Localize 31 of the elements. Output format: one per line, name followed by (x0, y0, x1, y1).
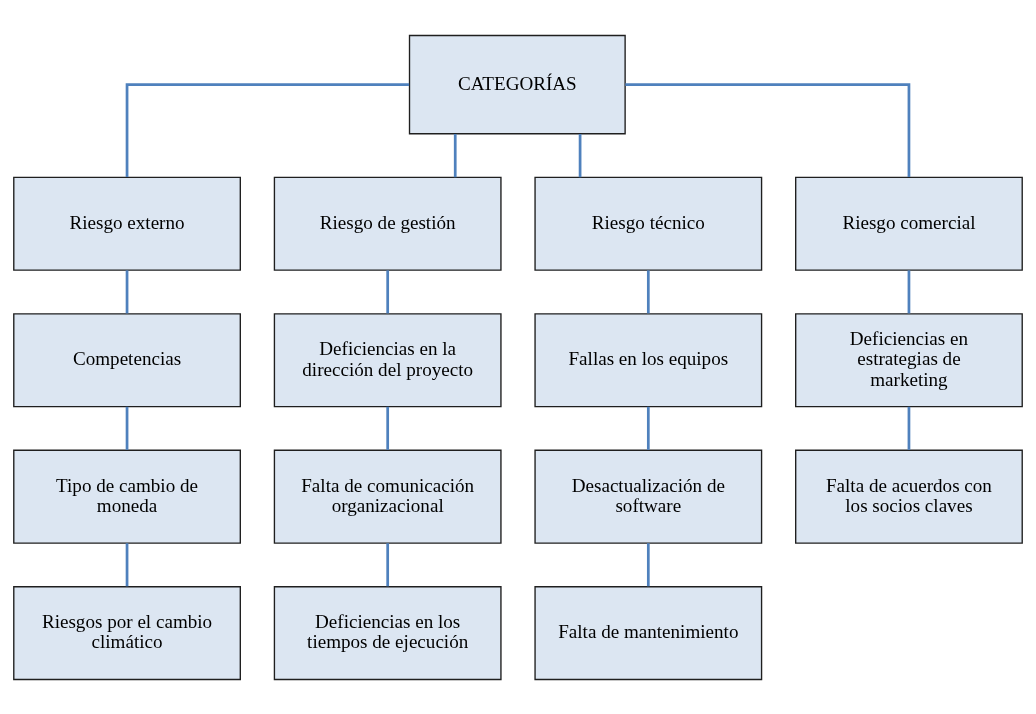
connector (125, 82, 410, 177)
connector (386, 542, 390, 586)
node-box: Falta de acuerdos con los socios claves (795, 449, 1023, 544)
node-box: Fallas en los equipos (534, 312, 763, 407)
node-box: Desactualización de software (534, 449, 763, 544)
node-box: Riesgo de gestión (273, 176, 502, 271)
connector (386, 406, 390, 450)
node-box: Deficiencias en estrategias de marketing (795, 312, 1023, 407)
connector (453, 133, 457, 177)
node-box: Deficiencias en los tiempos de ejecución (273, 585, 502, 680)
node-box: Falta de mantenimiento (534, 585, 763, 680)
connector (578, 133, 582, 177)
node-box: Riesgo externo (13, 176, 241, 271)
connector (625, 82, 911, 177)
connector (646, 542, 650, 586)
connector (125, 269, 129, 313)
connector (646, 406, 650, 450)
connector (907, 269, 911, 313)
node-box: Riesgo técnico (534, 176, 763, 271)
connector (125, 542, 129, 586)
node-box: Riesgo comercial (795, 176, 1023, 271)
node-box: Deficiencias en la dirección del proyecto (273, 312, 502, 407)
node-box: Tipo de cambio de moneda (13, 449, 241, 544)
node-box: Falta de comunicación organizacional (273, 449, 502, 544)
node-box: CATEGORÍAS (408, 34, 626, 134)
node-box: Competencias (13, 312, 241, 407)
connector (646, 269, 650, 313)
connector (907, 406, 911, 450)
connector (125, 406, 129, 450)
node-box: Riesgos por el cambio climático (13, 585, 241, 680)
connector (386, 269, 390, 313)
